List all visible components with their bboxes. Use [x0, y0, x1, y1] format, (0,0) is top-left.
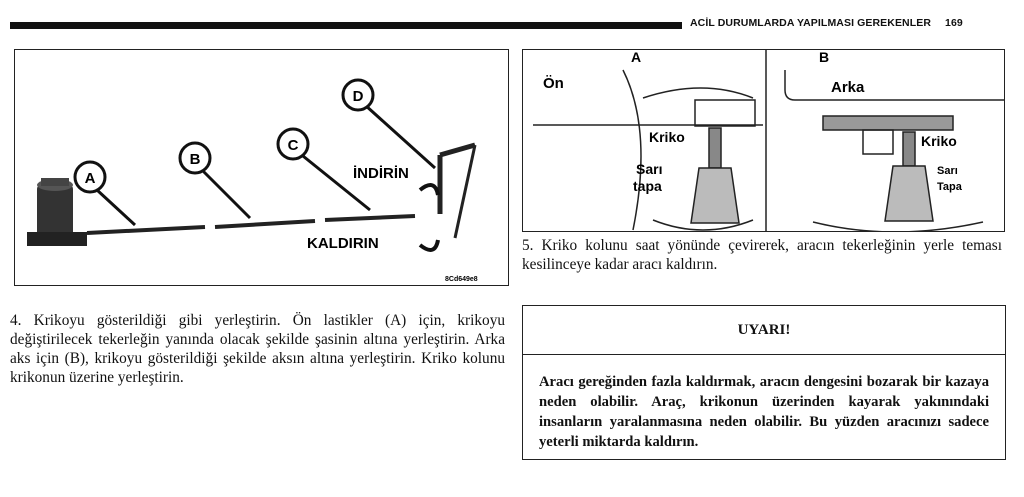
running-header: ACİL DURUMLARDA YAPILMASI GEREKENLER 169: [690, 17, 963, 29]
jack-label-a: Kriko: [649, 129, 685, 145]
label-b: B: [178, 141, 212, 175]
svg-text:A: A: [85, 170, 96, 187]
warning-box: UYARI! Aracı gereğinden fazla kaldırmak,…: [522, 305, 1006, 460]
raise-label: KALDIRIN: [307, 235, 379, 252]
plug-label-b-1: Sarı: [937, 165, 958, 177]
step-5-text: 5. Kriko kolunu saat yönünde çevirerek, …: [522, 237, 1002, 273]
callout-arrows: [95, 103, 437, 227]
page-number: 169: [945, 17, 963, 29]
label-c: C: [276, 127, 310, 161]
plug-label-a-2: tapa: [633, 178, 662, 194]
section-title: ACİL DURUMLARDA YAPILMASI GEREKENLER: [690, 17, 932, 29]
handle-rods: [86, 142, 477, 239]
panel-b: [784, 70, 1004, 233]
warning-title: UYARI!: [523, 306, 1005, 355]
figure-code: 8Cd649e8: [445, 276, 478, 283]
lower-label: İNDİRİN: [353, 165, 409, 182]
front-label: Ön: [543, 75, 564, 92]
rear-label: Arka: [831, 79, 865, 96]
svg-text:B: B: [190, 151, 201, 168]
jack-label-b: Kriko: [921, 133, 957, 149]
plug-label-b-2: Tapa: [937, 181, 963, 193]
step-4-text: 4. Krikoyu gösterildiği gibi yerleştirin…: [10, 312, 505, 386]
label-a: A: [73, 160, 107, 194]
jack-handle-figure: A B C D İNDİRİN KALDIRIN 8Cd649e8: [14, 49, 509, 286]
plug-label-a-1: Sarı: [636, 161, 662, 177]
panel-a: [533, 69, 763, 231]
svg-text:D: D: [353, 88, 364, 105]
panel-a-letter: A: [631, 50, 641, 65]
svg-text:C: C: [288, 137, 299, 154]
rotate-arrow-icon: [418, 183, 440, 196]
header-bar: [10, 22, 682, 29]
jack-placement-figure: A Ön Kriko Sarı tapa B Arka Kriko Sarı T…: [522, 49, 1005, 233]
warning-text: Aracı gereğinden fazla kaldırmak, aracın…: [539, 374, 989, 450]
label-d: D: [341, 78, 375, 112]
jack-illustration: [27, 178, 87, 246]
rotate-arrow-icon: [418, 239, 440, 252]
panel-b-letter: B: [819, 50, 829, 65]
